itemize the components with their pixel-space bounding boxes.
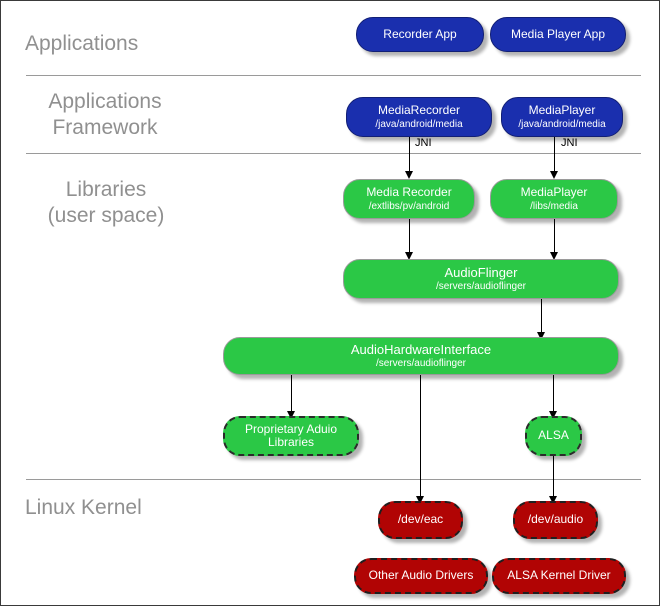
- edge-label-jni-left: JNI: [415, 137, 432, 149]
- divider-kernel: [26, 479, 641, 480]
- node-audiohardwareinterface-path: /servers/audioflinger: [375, 358, 467, 370]
- arrowhead-mediarecorder-audioflinger: [405, 252, 413, 260]
- node-audioflinger[interactable]: AudioFlinger /servers/audioflinger: [343, 259, 619, 299]
- arrowhead-audiohw-proprietary: [287, 411, 295, 419]
- arrowhead-audioflinger-audiohardwareinterface: [537, 332, 545, 340]
- node-other-audio-drivers-title: Other Audio Drivers: [368, 568, 474, 583]
- edge-label-jni-right: JNI: [561, 137, 578, 149]
- divider-applications: [26, 75, 641, 76]
- node-mediaplayer-framework-path: /java/android/media: [518, 118, 606, 130]
- connector-alsa-dev-audio: [553, 453, 554, 501]
- node-proprietary-audio-libraries-subtitle: Libraries: [267, 435, 315, 449]
- node-mediarecorder-framework-path: /java/android/media: [375, 118, 463, 130]
- connector-mediarecorder-audioflinger: [409, 219, 410, 257]
- node-dev-eac-title: /dev/eac: [397, 512, 444, 527]
- node-dev-eac[interactable]: /dev/eac: [378, 501, 463, 539]
- arrowhead-alsa-dev-audio: [549, 496, 557, 504]
- node-mediaplayer-framework[interactable]: MediaPlayer /java/android/media: [501, 97, 623, 137]
- node-audioflinger-path: /servers/audioflinger: [435, 281, 527, 293]
- node-proprietary-audio-libraries-title: Proprietary Aduio: [244, 421, 338, 436]
- node-recorder-app[interactable]: Recorder App: [356, 17, 484, 52]
- connector-audiohw-proprietary: [291, 375, 292, 416]
- node-mediarecorder-framework[interactable]: MediaRecorder /java/android/media: [346, 97, 492, 137]
- node-media-player-app-title: Media Player App: [510, 26, 606, 41]
- layer-label-applications: Applications: [25, 32, 139, 55]
- node-proprietary-audio-libraries[interactable]: Proprietary Aduio Libraries: [223, 416, 359, 456]
- arrowhead-mediaplayer-audioflinger: [550, 252, 558, 260]
- node-media-recorder-library-title: Media Recorder: [366, 185, 452, 200]
- layer-label-applications-framework: Applications Framework: [48, 90, 162, 139]
- node-audioflinger-title: AudioFlinger: [444, 264, 518, 280]
- node-media-player-library-path: /libs/media: [530, 200, 578, 212]
- node-audiohardwareinterface[interactable]: AudioHardwareInterface /servers/audiofli…: [223, 337, 619, 375]
- node-alsa-title: ALSA: [538, 428, 569, 443]
- node-mediarecorder-framework-title: MediaRecorder: [377, 103, 461, 118]
- arrowhead-audiohw-alsa: [549, 411, 557, 419]
- layer-label-linux-kernel: Linux Kernel: [25, 496, 142, 519]
- arrowhead-mediarecorder-jni: [405, 171, 413, 179]
- node-media-player-app[interactable]: Media Player App: [490, 17, 626, 52]
- node-dev-audio[interactable]: /dev/audio: [513, 501, 598, 539]
- node-alsa[interactable]: ALSA: [525, 416, 582, 456]
- connector-audiohw-alsa: [553, 375, 554, 416]
- arrowhead-audiohw-dev-eac: [416, 496, 424, 504]
- node-media-player-library[interactable]: MediaPlayer /libs/media: [490, 179, 618, 219]
- connector-mediaplayer-audioflinger: [554, 219, 555, 257]
- node-media-recorder-library[interactable]: Media Recorder /extlibs/pv/android: [343, 179, 475, 219]
- node-media-player-library-title: MediaPlayer: [520, 185, 588, 200]
- node-recorder-app-title: Recorder App: [383, 26, 457, 41]
- node-audiohardwareinterface-title: AudioHardwareInterface: [350, 341, 492, 357]
- node-media-recorder-library-path: /extlibs/pv/android: [368, 200, 450, 212]
- connector-audioflinger-audiohardwareinterface: [541, 299, 542, 337]
- connector-mediaplayer-jni: [554, 137, 555, 175]
- arrowhead-mediaplayer-jni: [550, 171, 558, 179]
- node-other-audio-drivers[interactable]: Other Audio Drivers: [354, 558, 488, 594]
- layer-label-libraries: Libraries (user space): [47, 178, 165, 227]
- node-mediaplayer-framework-title: MediaPlayer: [528, 103, 596, 118]
- connector-mediarecorder-jni: [409, 137, 410, 175]
- node-dev-audio-title: /dev/audio: [527, 512, 584, 527]
- node-alsa-kernel-driver-title: ALSA Kernel Driver: [507, 568, 611, 583]
- divider-framework: [26, 153, 641, 154]
- node-alsa-kernel-driver[interactable]: ALSA Kernel Driver: [492, 558, 626, 594]
- connector-audiohw-dev-eac: [420, 375, 421, 501]
